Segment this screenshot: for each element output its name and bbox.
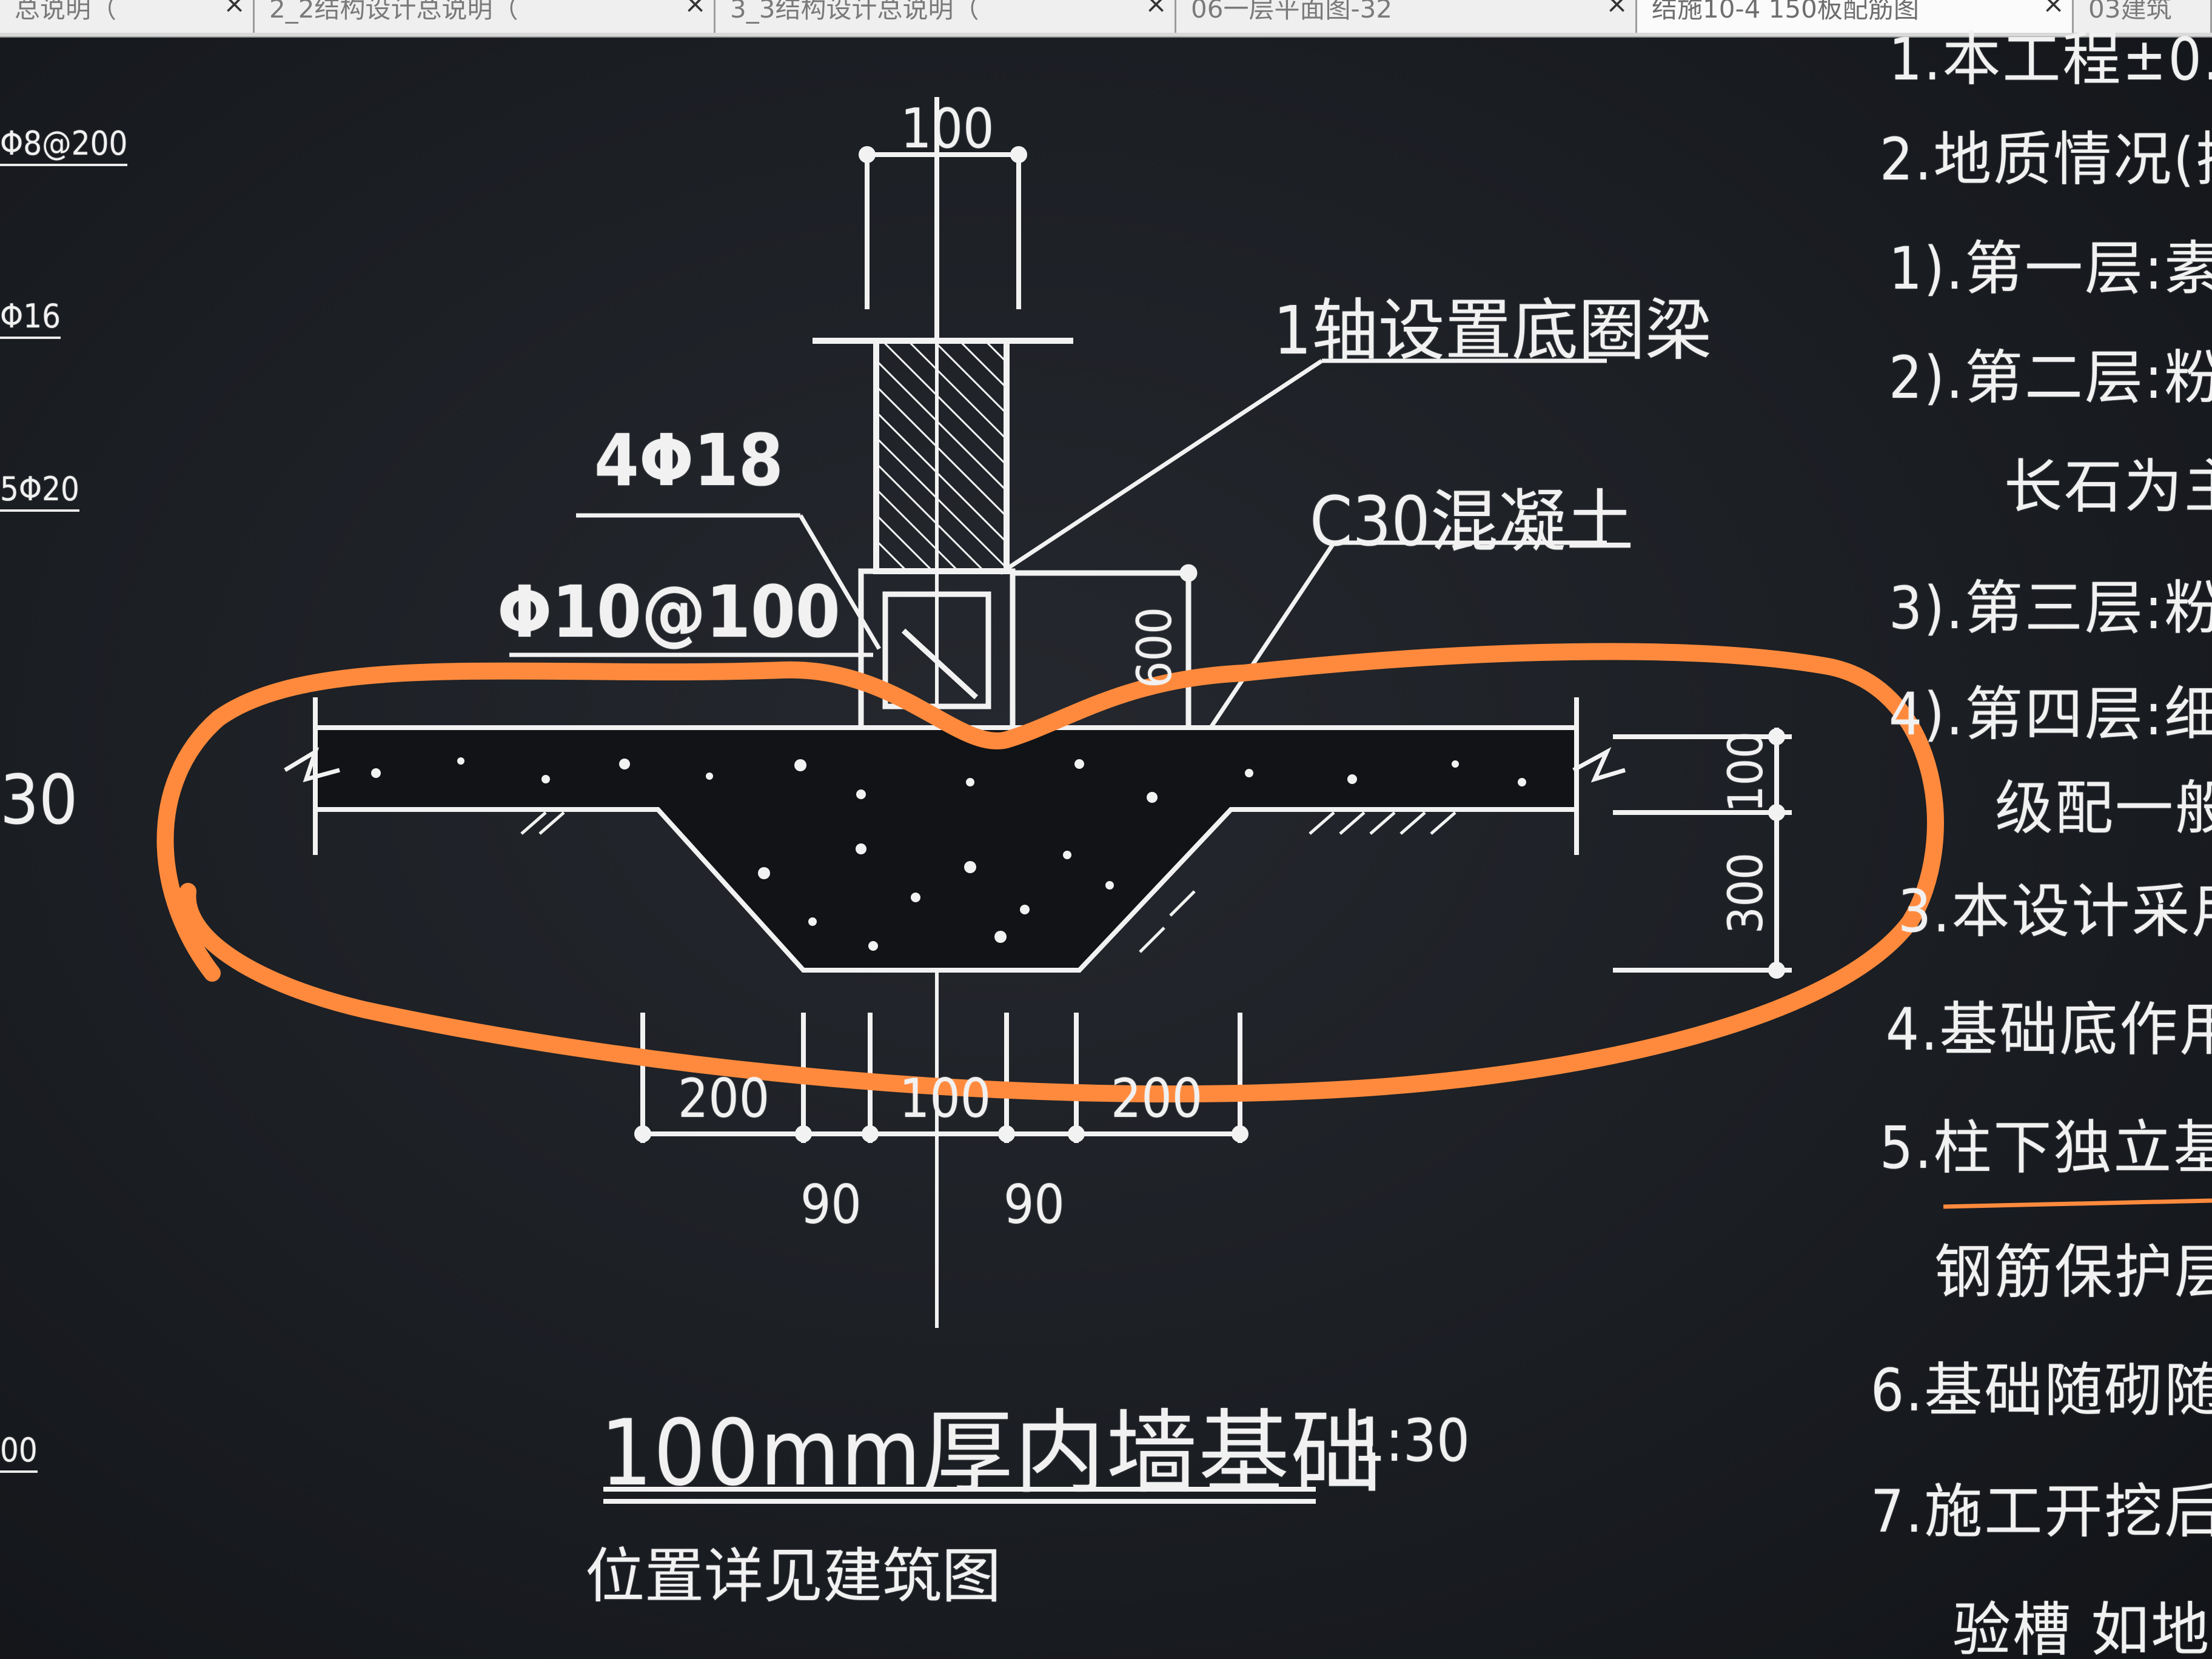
dimension-bottom-90-left: 90 [800,1173,862,1236]
tab-slab-rebar[interactable]: 结施10-4 150板配筋图 × [1637,0,2074,33]
notes-line-10: 4.基础底作用 [1886,996,2212,1064]
notes-line-15: 验槽 如地质 [1952,1596,2212,1659]
leader-lines [509,358,1607,735]
right-dimensions [1613,728,1792,979]
notes-line-12: 钢筋保护层厚 [1934,1238,2212,1306]
left-note-rebar: Φ16 [0,297,61,339]
soil-hatch [520,811,1456,953]
notes-line-7: 4).第四层:细 [1889,680,2212,748]
document-tab-bar: 总说明（ × 2_2结构设计总说明（ × 3_3结构设计总说明（ × 06一层平… [0,0,2212,38]
dimension-600: 600 [1128,607,1182,688]
slab-and-footing [284,697,1626,973]
tab-structural-notes-2[interactable]: 2_2结构设计总说明（ × [255,0,716,33]
drawing-subtitle: 位置详见建筑图 [585,1542,1002,1611]
bottom-dimensions [634,1013,1248,1143]
left-note-rebar-spacing: Φ8@200 [0,124,128,166]
tab-label: 2_2结构设计总说明（ [269,0,518,24]
notes-line-4: 2).第二层:粉 [1889,344,2212,412]
notes-line-3: 1).第一层:素 [1889,235,2212,303]
left-note-value: 00 [0,1431,38,1473]
tab-label: 06一层平面图-32 [1191,0,1393,24]
notes-line-8: 级配一般 [1995,774,2212,842]
dimension-bottom-90-right: 90 [1004,1173,1065,1236]
left-note-dimension: 30 [0,761,78,840]
tab-label: 总说明（ [15,0,117,24]
orange-annotation-circle [156,643,1944,1103]
tab-architecture[interactable]: 03建筑 [2074,0,2212,33]
notes-line-14: 7.施工开挖后, [1871,1478,2212,1546]
notes-line-2: 2.地质情况(探 [1880,126,2212,193]
dimension-300: 300 [1719,853,1774,934]
label-concrete-grade: C30混凝土 [1310,483,1634,561]
tab-structural-notes-3[interactable]: 3_3结构设计总说明（ × [716,0,1176,33]
notes-line-1: 1.本工程±0. [1889,25,2212,93]
orange-underline-mark [1943,1198,2212,1209]
dimension-100-right: 100 [1719,731,1774,813]
dimension-bottom-100: 100 [899,1067,991,1130]
dimension-bottom-200-right: 200 [1111,1067,1203,1130]
label-ring-beam: 1轴设置底圈梁 [1273,292,1712,369]
notes-line-5: 长石为主 [2004,453,2212,521]
aggregate-texture [371,757,1526,951]
tab-general-notes[interactable]: 总说明（ × [0,0,255,33]
tab-label: 结施10-4 150板配筋图 [1652,0,1919,24]
label-stirrups: Φ10@100 [497,570,840,654]
label-longitudinal-rebar: 4Φ18 [594,418,783,502]
ring-beam [858,564,1198,734]
dimension-bottom-200-left: 200 [678,1067,770,1130]
notes-line-9: 3.本设计采用 [1898,877,2212,945]
dimension-top-100: 100 [900,97,994,161]
drawing-scale: 1:30 [1352,1407,1470,1475]
title-underline [603,1487,1316,1504]
top-dimension-line [859,97,1027,340]
tab-label: 3_3结构设计总说明（ [730,0,979,24]
notes-line-11: 5.柱下独立基础 [1880,1114,2212,1182]
wall-section [813,303,1073,1328]
tab-label: 03建筑 [2088,0,2172,24]
tab-floor-plan[interactable]: 06一层平面图-32 × [1176,0,1637,33]
drawing-title: 100mm厚内墙基础 [600,1401,1383,1506]
left-note-rebar-group: 5Φ20 [0,470,79,512]
notes-line-6: 3).第三层:粉 [1889,574,2212,642]
notes-line-13: 6.基础随砌随回 [1871,1356,2212,1424]
